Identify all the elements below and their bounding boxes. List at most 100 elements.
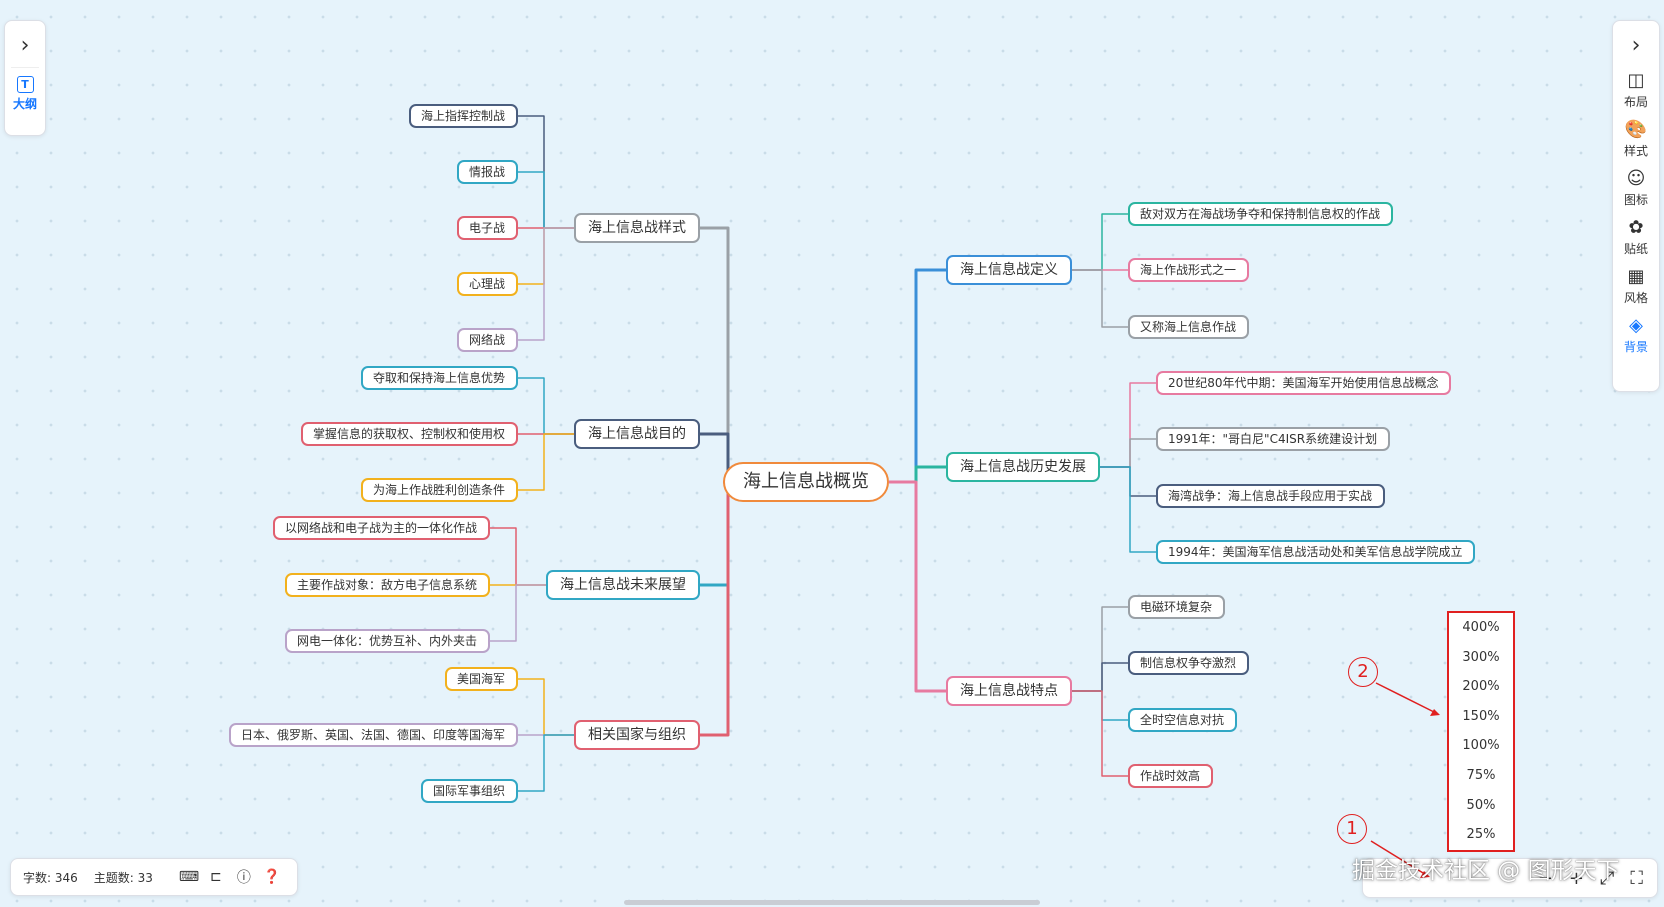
minimap-icon[interactable]: ⊏ (210, 869, 222, 885)
leaf-link-left-3-0 (518, 678, 574, 736)
annotation-number-1: 1 (1337, 814, 1367, 844)
zoom-out-icon[interactable]: − (1537, 867, 1553, 889)
tool-layout-button[interactable]: ◫ 布局 (1613, 71, 1659, 110)
leaf-topic-left-0-2[interactable]: 电子战 (457, 216, 518, 240)
leaf-topic-right-0-2[interactable]: 又称海上信息作战 (1128, 315, 1249, 339)
main-link-left-3 (700, 480, 730, 737)
fit-view-icon[interactable]: ⤢ (1599, 867, 1615, 889)
leaf-link-left-3-2 (518, 734, 574, 792)
tool-label: 贴纸 (1623, 242, 1648, 256)
leaf-topic-left-2-0[interactable]: 以网络战和电子战为主的一体化作战 (273, 516, 490, 540)
leaf-topic-right-2-3[interactable]: 作战时效高 (1128, 764, 1213, 788)
leaf-topic-left-0-3[interactable]: 心理战 (457, 272, 518, 296)
keyboard-icon[interactable]: ⌨ (178, 869, 200, 885)
leaf-link-right-1-0 (1100, 382, 1156, 468)
leaf-topic-left-3-2[interactable]: 国际军事组织 (421, 779, 518, 803)
outline-label: 大纲 (12, 97, 37, 111)
leaf-topic-left-1-2[interactable]: 为海上作战胜利创造条件 (361, 478, 518, 502)
root-topic[interactable]: 海上信息战概览 (723, 462, 889, 502)
leaf-link-left-1-2 (518, 433, 574, 491)
expand-chevron-icon[interactable]: › (20, 33, 30, 58)
leaf-link-right-2-2 (1072, 690, 1128, 721)
main-topic-left-2[interactable]: 海上信息战未来展望 (546, 570, 700, 600)
layers-icon: ◈ (1629, 315, 1643, 336)
tool-layers-button[interactable]: ◈ 背景 (1613, 316, 1659, 355)
leaf-link-left-0-3 (518, 227, 574, 285)
layout-icon: ◫ (1627, 70, 1645, 91)
tool-grid-button[interactable]: ▦ 风格 (1613, 267, 1659, 306)
outline-button[interactable]: T 大纲 (5, 76, 45, 112)
leaf-topic-left-0-0[interactable]: 海上指挥控制战 (409, 104, 518, 128)
collapse-chevron-icon[interactable]: › (1631, 33, 1641, 58)
leaf-topic-right-1-1[interactable]: 1991年："哥白尼"C4ISR系统建设计划 (1156, 427, 1390, 451)
fullscreen-icon[interactable]: ⛶ (1630, 867, 1643, 889)
zoom-in-icon[interactable]: + (1568, 867, 1584, 889)
right-panel: › ◫ 布局 🎨 样式 ☺ 图标 ✿ 贴纸 ▦ 风格 ◈ 背景 (1612, 20, 1660, 392)
leaf-link-left-0-4 (518, 227, 574, 341)
main-topic-left-1[interactable]: 海上信息战目的 (574, 419, 700, 449)
main-topic-right-1[interactable]: 海上信息战历史发展 (946, 452, 1100, 482)
main-topic-right-0[interactable]: 海上信息战定义 (946, 255, 1072, 285)
zoom-option[interactable]: 200% (1462, 679, 1500, 695)
main-link-right-2 (889, 480, 946, 693)
zoom-option[interactable]: 300% (1462, 649, 1500, 665)
topic-count: 主题数: 33 (93, 870, 153, 885)
leaf-link-right-0-2 (1072, 269, 1128, 328)
leaf-topic-right-1-3[interactable]: 1994年：美国海军信息战活动处和美军信息战学院成立 (1156, 540, 1475, 564)
leaf-topic-right-2-1[interactable]: 制信息权争夺激烈 (1128, 651, 1249, 675)
leaf-topic-right-1-2[interactable]: 海湾战争：海上信息战手段应用于实战 (1156, 484, 1385, 508)
flower-icon: ✿ (1628, 217, 1644, 238)
leaf-link-right-1-1 (1100, 438, 1156, 468)
leaf-topic-left-1-0[interactable]: 夺取和保持海上信息优势 (361, 366, 518, 390)
leaf-link-left-0-1 (518, 171, 574, 229)
annotation-number-2: 2 (1348, 657, 1378, 687)
word-count: 字数: 346 (23, 870, 78, 885)
zoom-dropdown: 400% 300% 200% 150% 100% 75% 50% 25% (1447, 611, 1515, 852)
leaf-topic-left-0-1[interactable]: 情报战 (457, 160, 518, 184)
leaf-topic-right-0-1[interactable]: 海上作战形式之一 (1128, 258, 1249, 282)
tool-flower-button[interactable]: ✿ 贴纸 (1613, 218, 1659, 257)
zoom-option[interactable]: 150% (1462, 708, 1500, 724)
leaf-topic-right-2-2[interactable]: 全时空信息对抗 (1128, 708, 1237, 732)
zoom-option[interactable]: 25% (1466, 827, 1496, 843)
main-topic-left-0[interactable]: 海上信息战样式 (574, 213, 700, 243)
tool-label: 布局 (1623, 95, 1648, 109)
zoom-option[interactable]: 50% (1466, 797, 1496, 813)
leaf-topic-left-0-4[interactable]: 网络战 (457, 328, 518, 352)
leaf-topic-left-3-1[interactable]: 日本、俄罗斯、英国、法国、德国、印度等国海军 (229, 723, 518, 747)
main-topic-left-3[interactable]: 相关国家与组织 (574, 720, 700, 750)
leaf-link-left-2-0 (490, 527, 546, 586)
main-link-right-1 (889, 465, 946, 484)
help-icon[interactable]: ❓ (263, 869, 281, 885)
zoom-option[interactable]: 100% (1462, 738, 1500, 754)
main-topic-right-2[interactable]: 海上信息战特点 (946, 676, 1072, 706)
outline-icon: T (16, 76, 34, 93)
leaf-link-left-2-2 (490, 584, 546, 642)
zoom-option[interactable]: 400% (1462, 620, 1500, 635)
status-bar: 字数: 346 主题数: 33 ⌨ ⊏ ⓘ ❓ (10, 858, 298, 896)
leaf-topic-left-3-0[interactable]: 美国海军 (445, 667, 518, 691)
main-link-left-0 (700, 226, 730, 484)
palette-icon: 🎨 (1624, 119, 1648, 140)
info-icon[interactable]: ⓘ (236, 870, 251, 886)
leaf-topic-right-2-0[interactable]: 电磁环境复杂 (1128, 595, 1225, 619)
tool-label: 背景 (1623, 340, 1648, 354)
zoom-bar: − + ⤢ ⛶ (1362, 858, 1658, 898)
main-link-right-0 (889, 268, 946, 484)
leaf-topic-left-2-1[interactable]: 主要作战对象：敌方电子信息系统 (285, 573, 490, 597)
zoom-option[interactable]: 75% (1466, 767, 1496, 783)
leaf-topic-left-2-2[interactable]: 网电一体化：优势互补、内外夹击 (285, 629, 490, 653)
leaf-topic-right-0-0[interactable]: 敌对双方在海战场争夺和保持制信息权的作战 (1128, 202, 1393, 226)
leaf-link-right-1-3 (1100, 466, 1156, 553)
tool-label: 图标 (1623, 193, 1648, 207)
tool-smile-button[interactable]: ☺ 图标 (1613, 169, 1659, 208)
leaf-topic-left-1-1[interactable]: 掌握信息的获取权、控制权和使用权 (301, 422, 518, 446)
leaf-link-right-1-2 (1100, 466, 1156, 497)
horizontal-scrollbar[interactable] (624, 900, 1040, 905)
watermark: 掘金技术社区 @ 图形天下 (1352, 858, 1620, 884)
tool-palette-button[interactable]: 🎨 样式 (1613, 120, 1659, 159)
grid-icon: ▦ (1627, 266, 1645, 287)
leaf-topic-right-1-0[interactable]: 20世纪80年代中期：美国海军开始使用信息战概念 (1156, 371, 1451, 395)
